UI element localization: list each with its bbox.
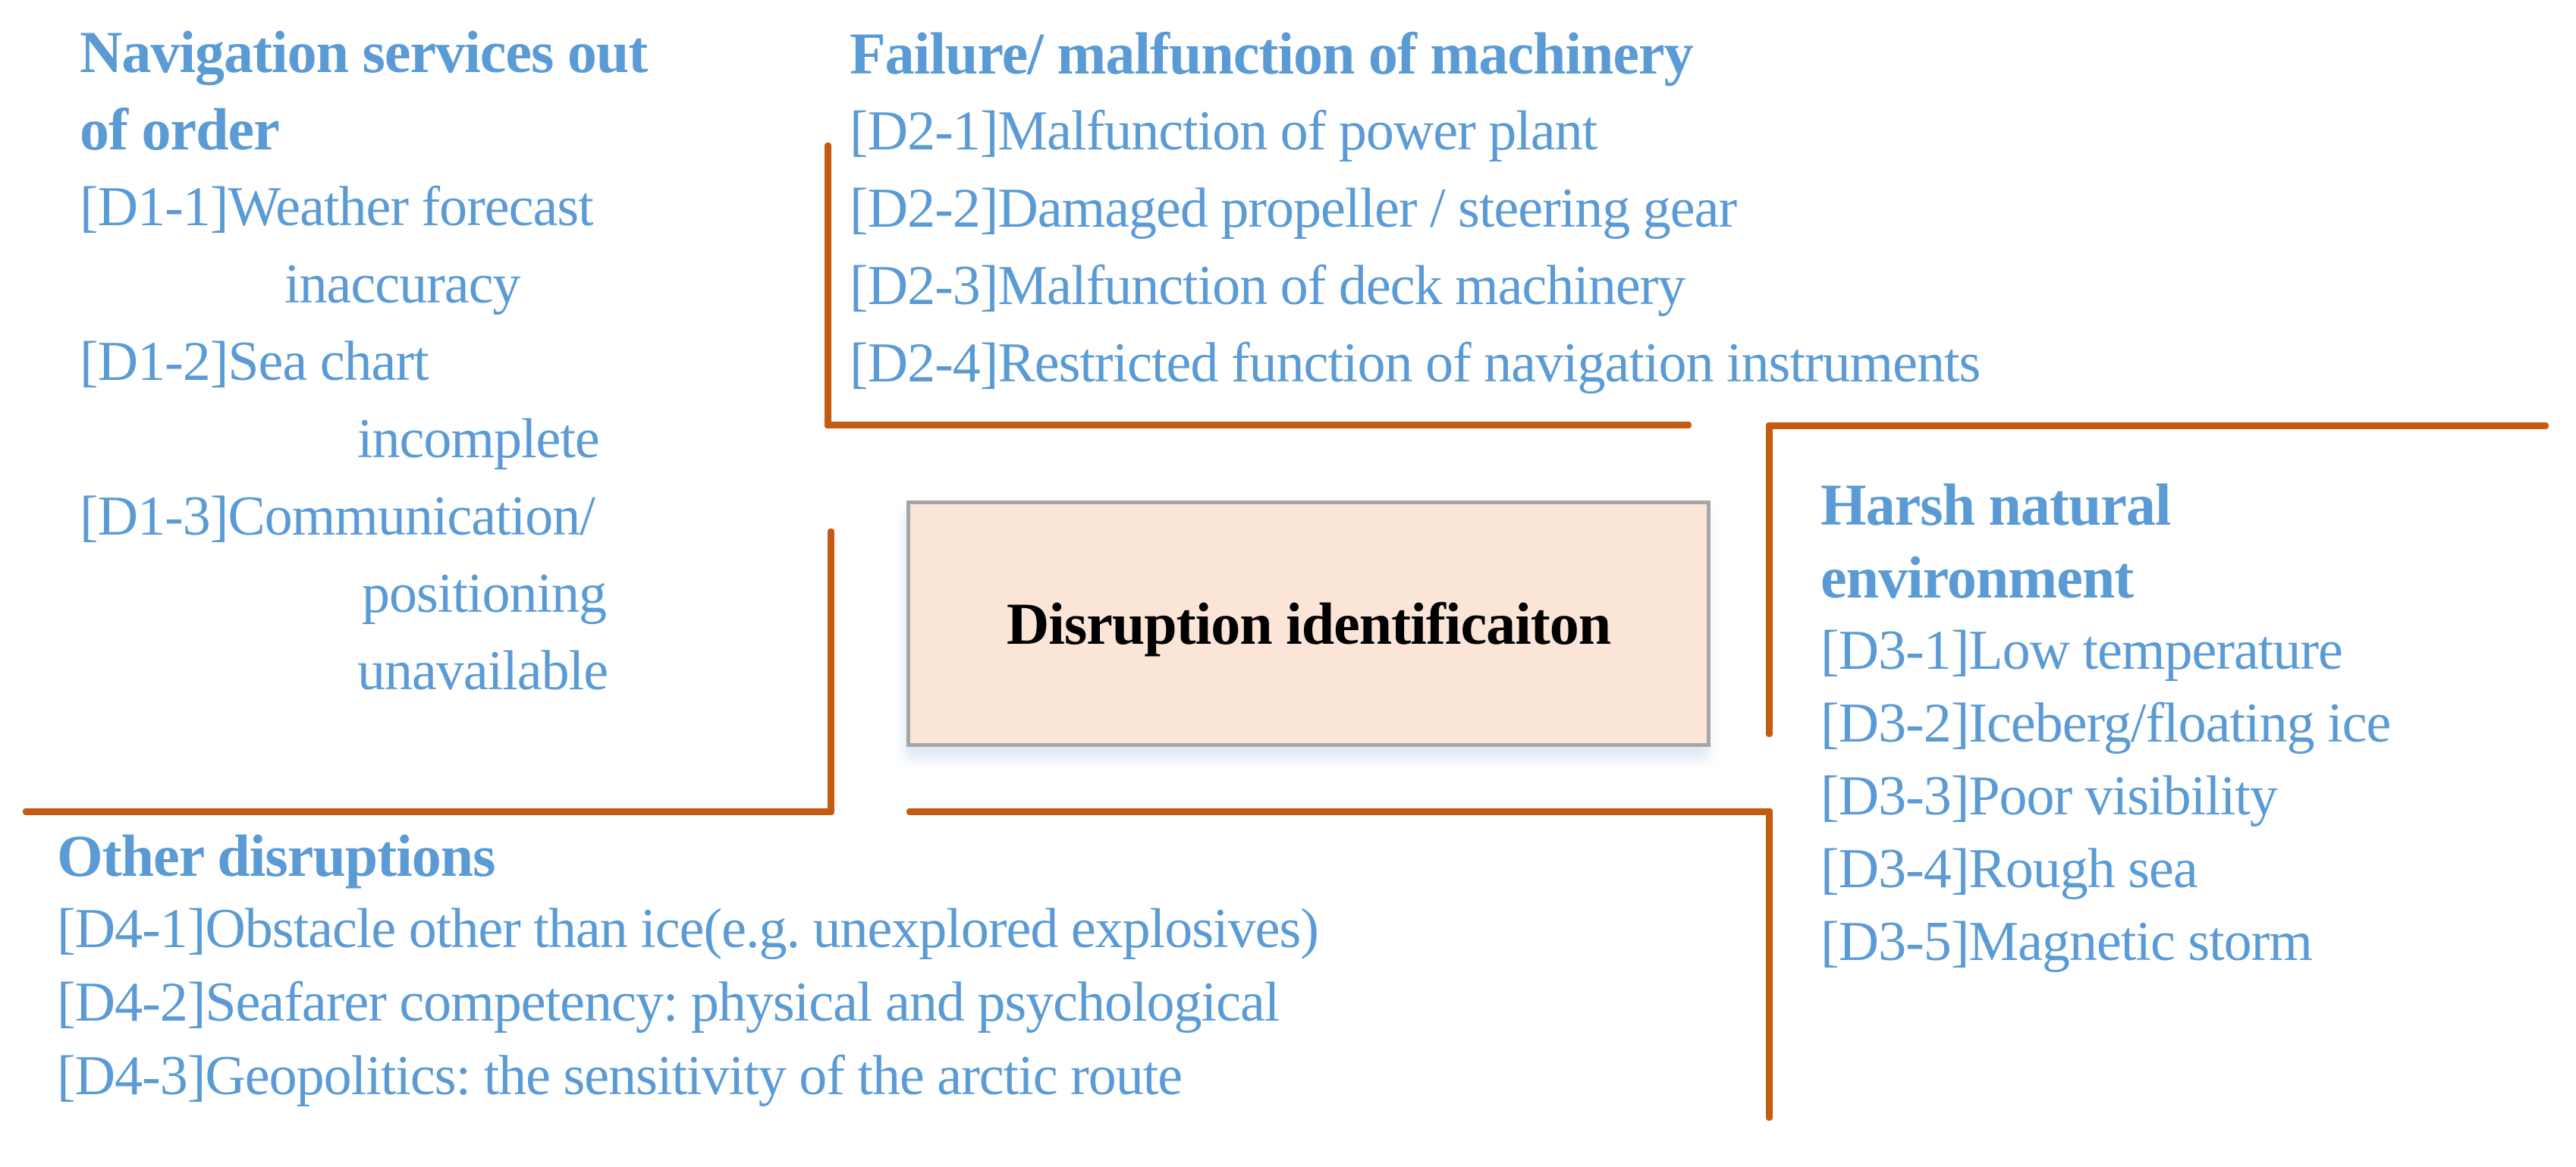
disruption-item-line: [D3-3]Poor visibility — [1820, 765, 2278, 827]
bracket-navigation-horizontal — [23, 808, 834, 815]
disruption-item-line: [D3-5]Magnetic storm — [1820, 911, 2313, 973]
block-title-line: Other disruptions — [57, 823, 496, 889]
disruption-item-line: [D4-1]Obstacle other than ice(e.g. unexp… — [57, 898, 1319, 960]
disruption-identification-box: Disruption identificaiton — [906, 500, 1711, 747]
disruption-item-line: positioning — [362, 563, 607, 625]
block-other-disruptions: Other disruptions [D4-1]Obstacle other th… — [57, 819, 1319, 1113]
block-title-line: Failure/ malfunction of machinery — [850, 20, 1694, 86]
disruption-item-line: [D4-2]Seafarer competency: physical and … — [57, 971, 1280, 1034]
disruption-item-line: [D3-4]Rough sea — [1820, 838, 2198, 900]
disruption-item-line: [D2-1]Malfunction of power plant — [850, 100, 1597, 162]
disruption-item-line: [D3-2]Iceberg/floating ice — [1820, 692, 2391, 754]
bracket-harsh-horizontal — [1766, 422, 2549, 429]
disruption-item-line: unavailable — [357, 640, 608, 702]
block-title-line: Harsh natural — [1820, 472, 2172, 538]
disruption-item-line: [D3-1]Low temperature — [1820, 620, 2343, 682]
bracket-machinery-vertical — [825, 143, 831, 428]
block-navigation-services: Navigation services out of order [D1-1]Wea… — [80, 14, 648, 710]
block-title-line: environment — [1820, 544, 2134, 610]
bracket-other-horizontal — [906, 808, 1773, 815]
bracket-harsh-vertical — [1766, 422, 1773, 737]
block-title-line: Navigation services out — [80, 19, 648, 85]
disruption-item-line: [D1-2]Sea chart — [80, 331, 429, 393]
disruption-item-line: incomplete — [357, 408, 600, 470]
disruption-item-line: [D4-3]Geopolitics: the sensitivity of th… — [57, 1045, 1183, 1107]
disruption-item-line: inaccuracy — [284, 253, 520, 315]
bracket-machinery-horizontal — [825, 422, 1692, 428]
disruption-item-line: [D1-1]Weather forecast — [80, 176, 594, 238]
block-machinery-failure: Failure/ malfunction of machinery [D2-1]M… — [850, 15, 1981, 402]
disruption-item-line: [D1-3]Communication/ — [80, 485, 595, 547]
disruption-item-line: [D2-2]Damaged propeller / steering gear — [850, 177, 1737, 240]
disruption-item-line: [D2-3]Malfunction of deck machinery — [850, 255, 1685, 317]
bracket-other-vertical — [1766, 808, 1773, 1121]
disruption-item-line: [D2-4]Restricted function of navigation … — [850, 332, 1981, 394]
bracket-navigation-vertical — [828, 529, 834, 814]
block-title-line: of order — [80, 96, 280, 162]
disruption-identification-label: Disruption identificaiton — [1006, 590, 1611, 657]
